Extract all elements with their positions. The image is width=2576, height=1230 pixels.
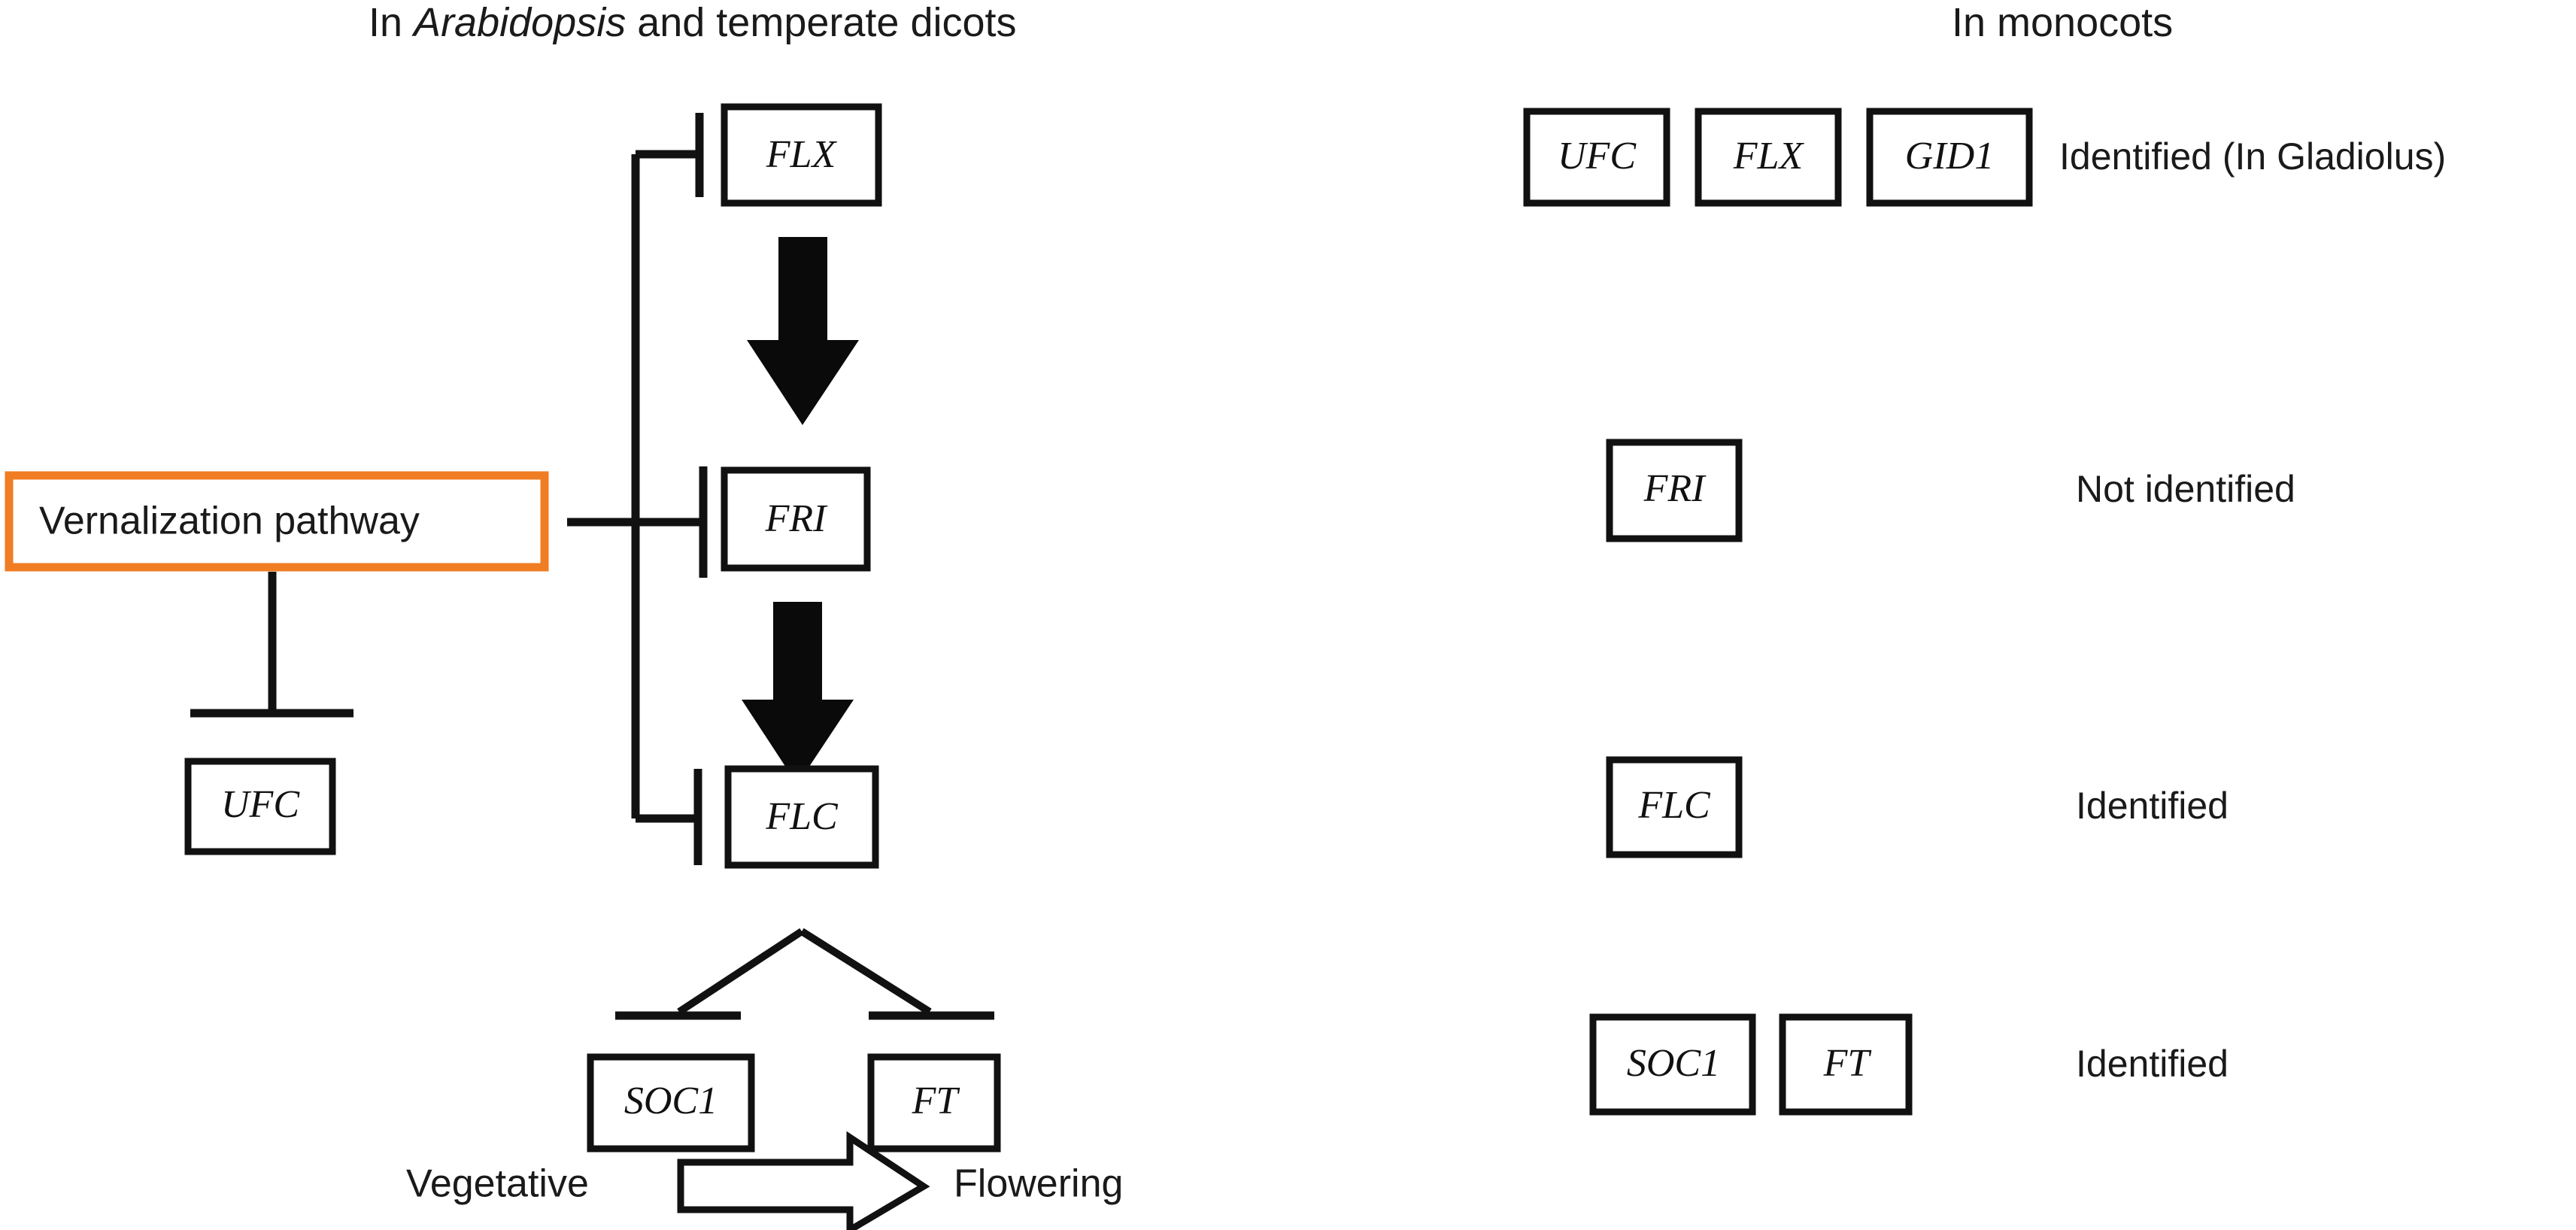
monocot-gene-box-ft[interactable]: [1779, 1013, 1913, 1116]
monocot-status-row-2: Not identified: [2076, 468, 2295, 510]
monocot-gene-label-flc: FLC: [1637, 784, 1711, 827]
left-heading-italic-species: Arabidopsis: [411, 0, 626, 45]
monocot-status-row-4: Identified: [2076, 1043, 2229, 1085]
vernalization-pathway-box[interactable]: [5, 471, 549, 572]
monocot-gene-label-soc1: SOC1: [1627, 1042, 1720, 1085]
activation-arrow-flx-to-fri: [747, 237, 859, 425]
gene-label-flx: FLX: [766, 133, 838, 176]
monocot-status-row-3: Identified: [2076, 785, 2229, 827]
flc-to-soc1-branch: [677, 928, 804, 1016]
left-heading-prefix: In: [369, 0, 414, 45]
gene-box-fri[interactable]: [721, 466, 871, 572]
right-panel-heading: In monocots: [1952, 0, 2173, 45]
left-panel-heading: In Arabidopsis and temperate dicots: [369, 0, 1017, 45]
gene-box-flx[interactable]: [721, 103, 882, 207]
gene-box-flc[interactable]: [724, 765, 879, 869]
monocot-gene-label-fri: FRI: [1643, 467, 1707, 510]
monocot-gene-box-flc[interactable]: [1606, 756, 1743, 858]
vegetative-to-flowering-arrow: [677, 1131, 930, 1230]
gene-box-ufc[interactable]: [184, 758, 336, 855]
monocot-gene-box-fri[interactable]: [1606, 439, 1743, 542]
monocot-status-row-1: Identified (In Gladiolus): [2059, 135, 2446, 178]
monocot-gene-box-ufc[interactable]: [1523, 108, 1670, 207]
monocot-gene-label-ufc: UFC: [1558, 135, 1637, 178]
transition-to-label: Flowering: [954, 1162, 1123, 1206]
monocot-gene-label-gid1: GID1: [1905, 135, 1994, 178]
gene-label-flc: FLC: [765, 795, 839, 838]
gene-label-ufc: UFC: [221, 783, 300, 826]
gene-label-ft: FT: [912, 1080, 960, 1122]
gene-label-soc1: SOC1: [624, 1080, 718, 1122]
monocot-gene-box-gid1[interactable]: [1866, 108, 2033, 207]
monocot-gene-label-flx: FLX: [1733, 135, 1805, 178]
left-heading-suffix: and temperate dicots: [626, 0, 1016, 45]
flc-to-ft-branch: [800, 928, 932, 1016]
activation-arrow-fri-to-flc: [742, 602, 854, 785]
gene-box-soc1[interactable]: [587, 1053, 755, 1153]
monocot-gene-box-flx[interactable]: [1695, 108, 1842, 207]
monocot-gene-box-soc1[interactable]: [1589, 1013, 1756, 1116]
gene-box-ft[interactable]: [867, 1053, 1001, 1153]
gene-label-fri: FRI: [765, 497, 829, 540]
transition-from-label: Vegetative: [406, 1162, 589, 1206]
vernalization-pathway-label: Vernalization pathway: [39, 500, 420, 543]
monocot-gene-label-ft: FT: [1823, 1042, 1872, 1085]
